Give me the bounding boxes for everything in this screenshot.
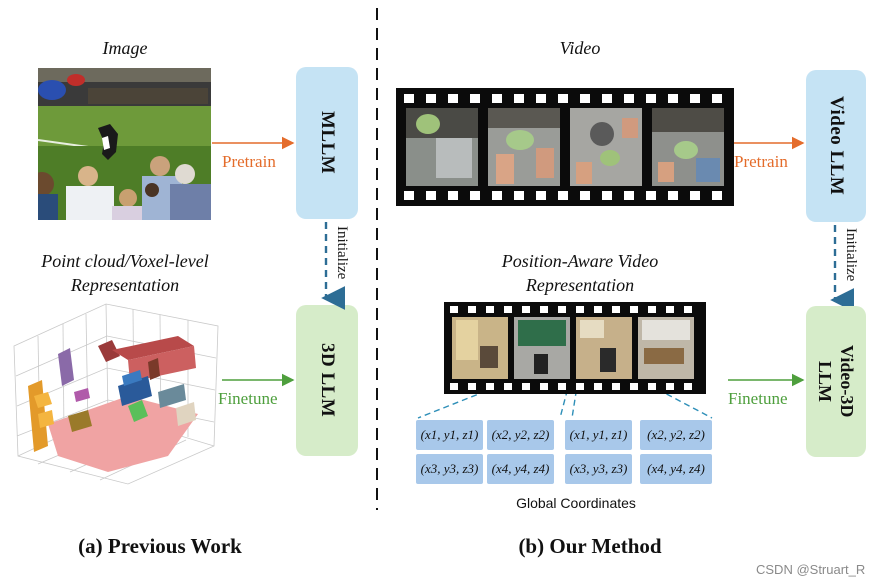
- image-caption: Image: [102, 38, 148, 58]
- right-initialize-label: Initialize: [843, 228, 859, 282]
- video-llm-label: Video LLM: [826, 96, 847, 196]
- right-pretrain-label: Pretrain: [734, 152, 788, 171]
- video3d-llm-label: Video-3D LLM: [814, 345, 858, 417]
- left-subtitle: (a) Previous Work: [78, 534, 242, 558]
- coord-cell-b4: (x4, y4, z4): [640, 454, 712, 484]
- mllm-label: MLLM: [317, 111, 338, 175]
- pointcloud-caption-line2: Representation: [70, 275, 180, 295]
- video3d-llm-line2: LLM: [815, 360, 835, 402]
- right-finetune-label: Finetune: [728, 389, 788, 408]
- position-aware-film-strip: [444, 302, 706, 394]
- right-subtitle: (b) Our Method: [518, 534, 662, 558]
- left-finetune-label: Finetune: [218, 389, 278, 408]
- coord-cell-b1: (x1, y1, z1): [565, 420, 632, 450]
- watermark: CSDN @Struart_R: [756, 562, 866, 577]
- coord-cell-a3: (x3, y3, z3): [416, 454, 483, 484]
- coord-cell-a1: (x1, y1, z1): [416, 420, 483, 450]
- video-llm-box: Video LLM: [806, 70, 866, 222]
- position-aware-caption-line1: Position-Aware Video: [501, 251, 659, 271]
- coord-cell-b2: (x2, y2, z2): [640, 420, 712, 450]
- video-film-strip: [396, 88, 734, 206]
- voxel-scene-plot: [8, 296, 236, 488]
- mllm-box: MLLM: [296, 67, 358, 219]
- llm3d-box: 3D LLM: [296, 305, 358, 456]
- left-pretrain-label: Pretrain: [222, 152, 276, 171]
- left-initialize-label: Initialize: [334, 226, 350, 280]
- llm3d-label: 3D LLM: [317, 343, 338, 418]
- coord-cell-a2: (x2, y2, z2): [487, 420, 554, 450]
- pointcloud-caption-line1: Point cloud/Voxel-level: [41, 251, 209, 271]
- video-caption: Video: [559, 38, 601, 58]
- position-aware-caption-line2: Representation: [525, 275, 635, 295]
- video3d-llm-box: Video-3D LLM: [806, 306, 866, 457]
- dog-photo: [30, 68, 212, 220]
- coord-cell-a4: (x4, y4, z4): [487, 454, 554, 484]
- video3d-llm-line1: Video-3D: [837, 345, 857, 418]
- coord-cell-b3: (x3, y3, z3): [565, 454, 632, 484]
- global-coordinates-label: Global Coordinates: [516, 495, 636, 511]
